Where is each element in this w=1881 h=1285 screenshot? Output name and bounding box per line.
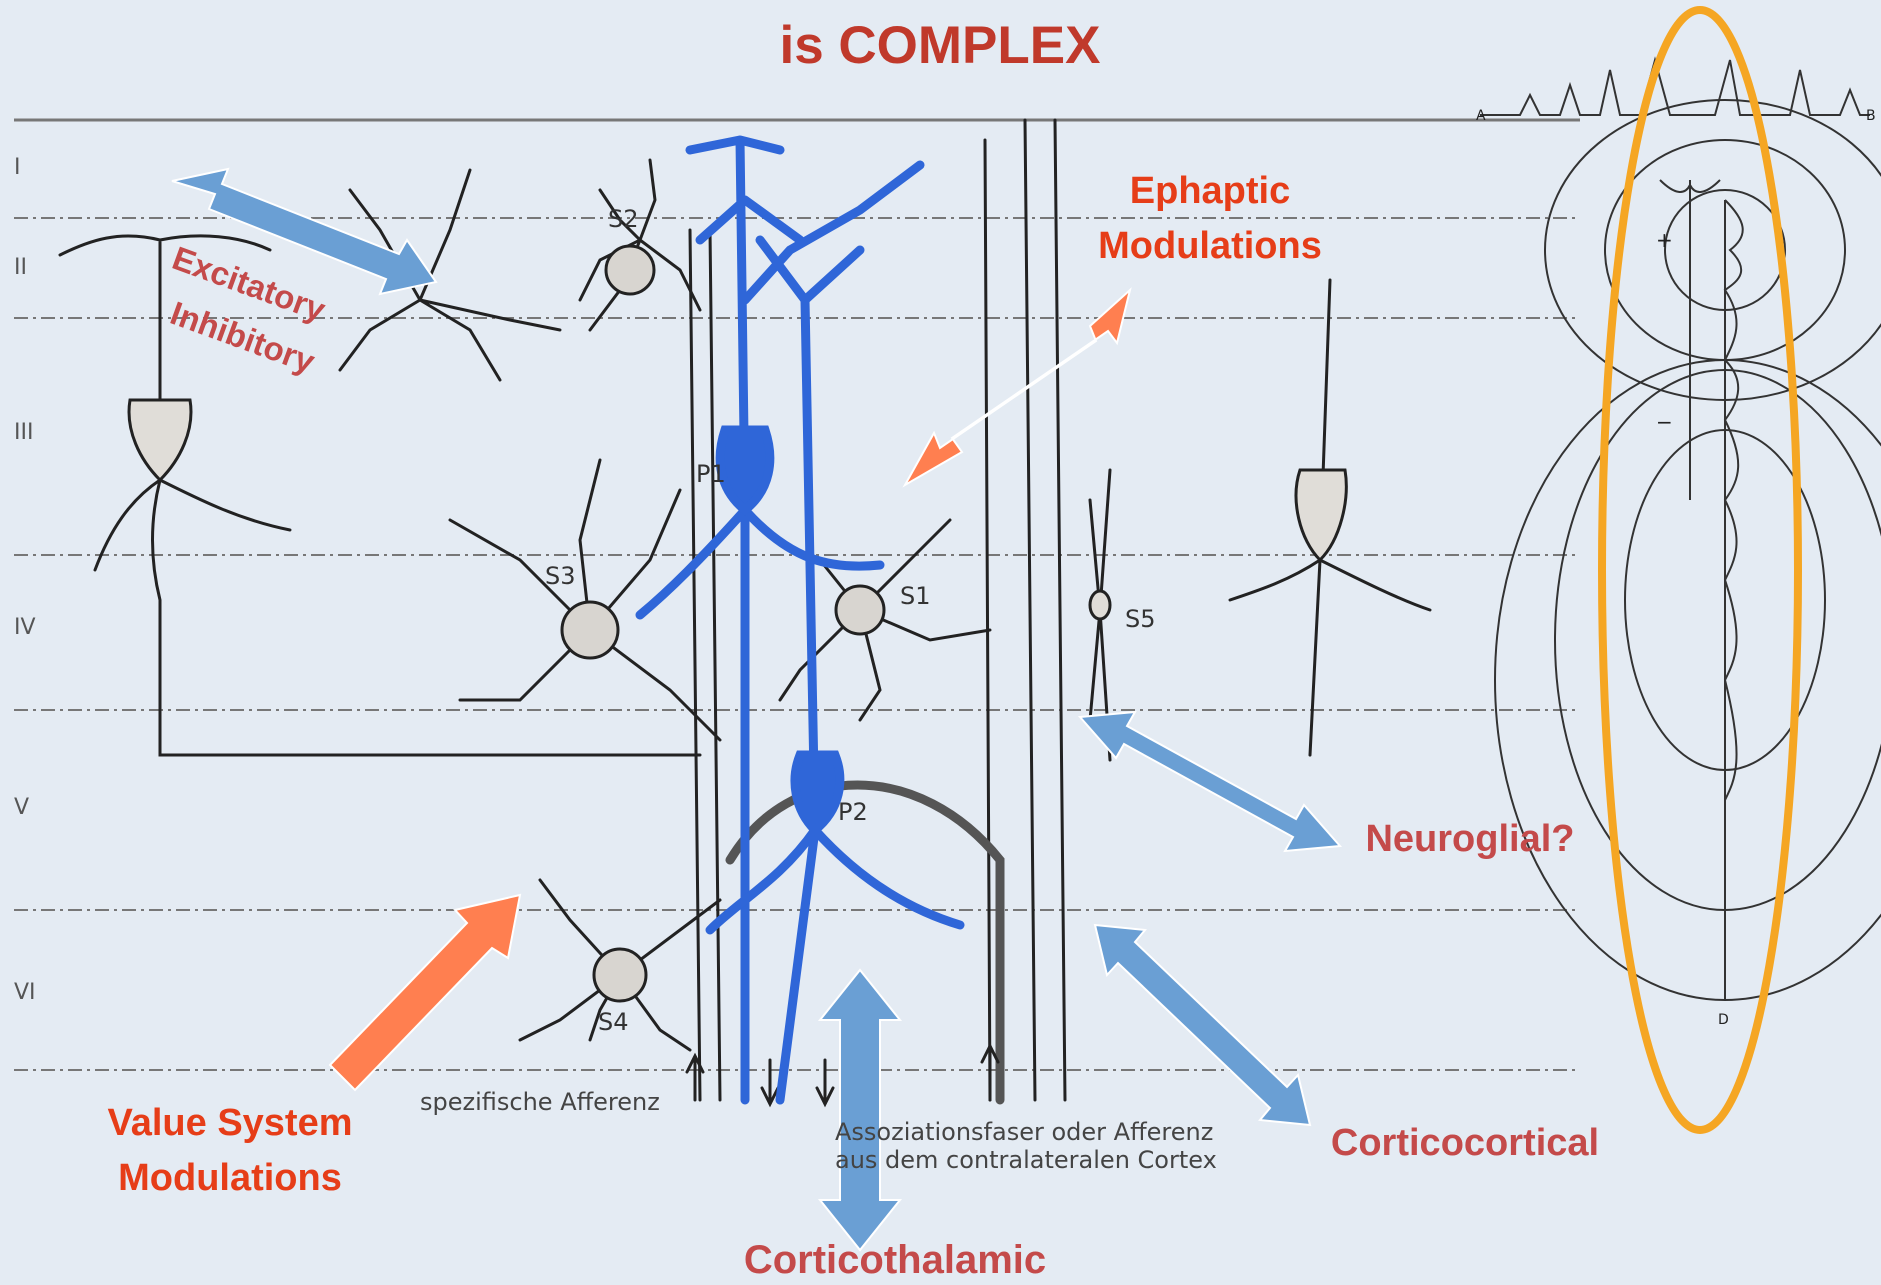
cell-label-s1: S1 [900, 582, 931, 610]
field-point-a: A [1476, 108, 1486, 124]
caption-association-line2: aus dem contralateralen Cortex [835, 1146, 1217, 1174]
cell-label-p2: P2 [838, 798, 868, 826]
layer-label-3: III [14, 420, 33, 445]
caption-specific-afference: spezifische Afferenz [420, 1088, 660, 1116]
page-title: is COMPLEX [640, 16, 1240, 75]
layer-label-5: V [14, 795, 29, 820]
highlight-ellipse [1602, 10, 1798, 1130]
field-point-d: D [1718, 1012, 1729, 1028]
label-corticothalamic: Corticothalamic [720, 1238, 1070, 1283]
cell-label-s2: S2 [608, 205, 639, 233]
layer-label-2: II [14, 255, 27, 280]
label-corticocortical: Corticocortical [1310, 1122, 1620, 1165]
label-value-line1: Value System [80, 1102, 380, 1145]
layer-label-4: IV [14, 615, 36, 640]
cell-label-p1: P1 [696, 460, 726, 488]
cell-label-s4: S4 [598, 1008, 629, 1036]
field-plus: + [1656, 228, 1673, 252]
cell-label-s5: S5 [1125, 605, 1156, 633]
field-point-b: B [1866, 108, 1876, 124]
caption-association-line1: Assoziationsfaser oder Afferenz [835, 1118, 1213, 1146]
label-neuroglial: Neuroglial? [1350, 818, 1590, 861]
label-ephaptic-line1: Ephaptic [1060, 170, 1360, 213]
layer-label-6: VI [14, 980, 36, 1005]
cell-label-s3: S3 [545, 562, 576, 590]
orange-arrows [330, 290, 1130, 1090]
field-minus: − [1656, 410, 1673, 434]
label-ephaptic-line2: Modulations [1060, 225, 1360, 268]
layer-label-1: I [14, 155, 21, 180]
label-value-line2: Modulations [80, 1157, 380, 1200]
